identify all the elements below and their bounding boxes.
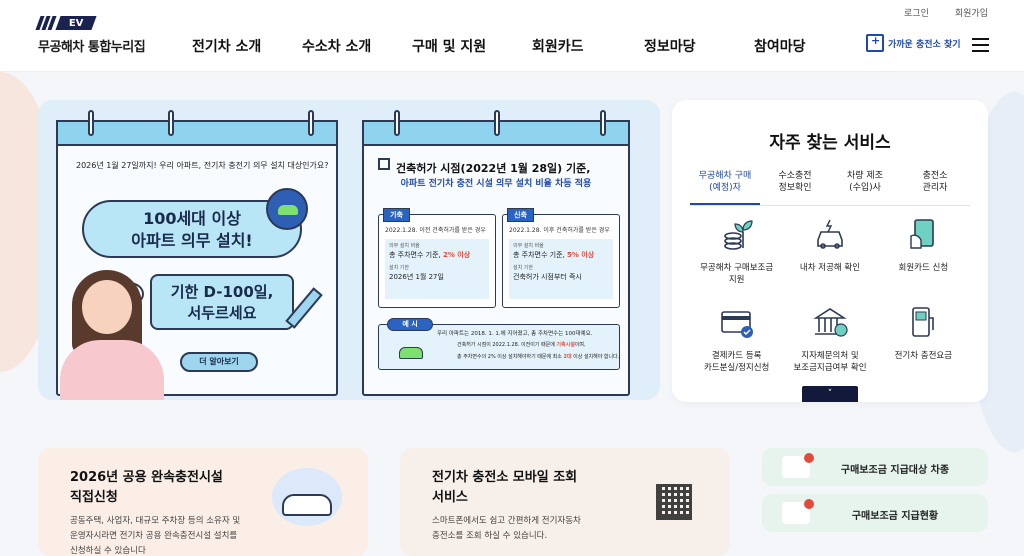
service-low-emission-check[interactable]: 내차 저공해 확인 bbox=[783, 216, 876, 286]
example-box: 예 시 우리 아파트는 2018. 1. 1.에 지어졌고, 총 주차면수는 1… bbox=[378, 318, 620, 370]
find-station-button[interactable]: 가까운 충전소 찾기 bbox=[866, 34, 961, 52]
ev-car-icon bbox=[266, 188, 308, 230]
tab-manufacturer[interactable]: 차량 제조(수입)사 bbox=[847, 171, 883, 193]
nav-member-card[interactable]: 회원카드 bbox=[532, 39, 584, 55]
car-check-icon bbox=[817, 219, 843, 249]
site-name: 무공해차 통합누리집 bbox=[38, 40, 146, 55]
qr-code-icon bbox=[656, 484, 692, 520]
charging-station-icon bbox=[866, 34, 884, 52]
nav-participation[interactable]: 참여마당 bbox=[754, 39, 806, 55]
main-nav: 전기차 소개 수소차 소개 구매 및 지원 회원카드 정보마당 참여마당 bbox=[192, 36, 844, 56]
new-building-box: 신축 2022.1.28. 이후 건축허가를 받은 경우 의무 설치 비율 총 … bbox=[502, 208, 620, 308]
quick-links: 구매보조금 지급대상 차종 구매보조금 지급현황 bbox=[762, 448, 988, 540]
car-badge-icon bbox=[782, 453, 814, 478]
nav-hydrogen-intro[interactable]: 수소차 소개 bbox=[302, 39, 372, 55]
collapse-button[interactable]: ˅ bbox=[802, 386, 858, 402]
banner-headline: 100세대 이상 아파트 의무 설치! bbox=[82, 200, 302, 258]
nav-purchase-support[interactable]: 구매 및 지원 bbox=[412, 39, 487, 55]
signup-link[interactable]: 회원가입 bbox=[954, 9, 988, 19]
nav-info[interactable]: 정보마당 bbox=[644, 39, 696, 55]
main-banner[interactable]: 2026년 1월 27일까지! 우리 아파트, 전기차 충전기 의무 설치 대상… bbox=[38, 100, 660, 400]
ev-car-icon bbox=[399, 347, 423, 359]
ev-badge: EV bbox=[68, 17, 84, 29]
utility-links: 로그인 회원가입 bbox=[904, 6, 988, 19]
ev-plug-icon bbox=[272, 468, 342, 526]
learn-more-button[interactable]: 더 알아보기 bbox=[180, 352, 258, 372]
tab-purchaser[interactable]: 무공해차 구매(예정)자 bbox=[690, 170, 760, 205]
payment-card-icon bbox=[720, 311, 753, 338]
find-station-label: 가까운 충전소 찾기 bbox=[888, 39, 961, 50]
character-illustration bbox=[58, 270, 176, 400]
service-member-card-apply[interactable]: 회원카드 신청 bbox=[877, 216, 970, 286]
document-icon bbox=[782, 499, 814, 524]
quick-link-subsidy-models[interactable]: 구매보조금 지급대상 차종 bbox=[762, 448, 988, 486]
hamburger-icon bbox=[972, 38, 989, 40]
site-logo[interactable]: EV 무공해차 통합누리집 bbox=[35, 14, 173, 62]
header: EV 무공해차 통합누리집 로그인 회원가입 전기차 소개 수소차 소개 구매 … bbox=[0, 0, 1024, 72]
banner-info-subtitle: 아파트 전기차 충전 시설 의무 설치 비율 차등 적용 bbox=[400, 179, 592, 189]
service-charging-fee[interactable]: 전기차 충전요금 bbox=[877, 304, 970, 374]
banner-info-title: 건축허가 시점(2022년 1월 28일) 기준, bbox=[396, 162, 591, 175]
login-link[interactable]: 로그인 bbox=[904, 9, 929, 19]
banner-board-left: 2026년 1월 27일까지! 우리 아파트, 전기차 충전기 의무 설치 대상… bbox=[56, 110, 338, 400]
checkbox-icon bbox=[378, 158, 390, 170]
banner-deadline: 기한 D-100일, 서두르세요 bbox=[150, 274, 294, 330]
ev-mark: EV bbox=[35, 16, 97, 30]
card-hand-icon bbox=[910, 219, 935, 249]
charger-icon bbox=[912, 307, 935, 337]
building-coin-icon bbox=[813, 308, 848, 337]
existing-building-box: 기축 2022.1.28. 이전 건축허가를 받은 경우 의무 설치 비율 총 … bbox=[378, 208, 496, 308]
quick-link-subsidy-status[interactable]: 구매보조금 지급현황 bbox=[762, 494, 988, 532]
menu-button[interactable] bbox=[972, 38, 989, 52]
nav-ev-intro[interactable]: 전기차 소개 bbox=[192, 39, 262, 55]
banner-board-right: 건축허가 시점(2022년 1월 28일) 기준, 아파트 전기차 충전 시설 … bbox=[362, 110, 630, 396]
services-title: 자주 찾는 서비스 bbox=[769, 133, 891, 153]
banner-question: 2026년 1월 27일까지! 우리 아파트, 전기차 충전기 의무 설치 대상… bbox=[76, 161, 329, 170]
coins-plant-icon bbox=[723, 220, 753, 250]
